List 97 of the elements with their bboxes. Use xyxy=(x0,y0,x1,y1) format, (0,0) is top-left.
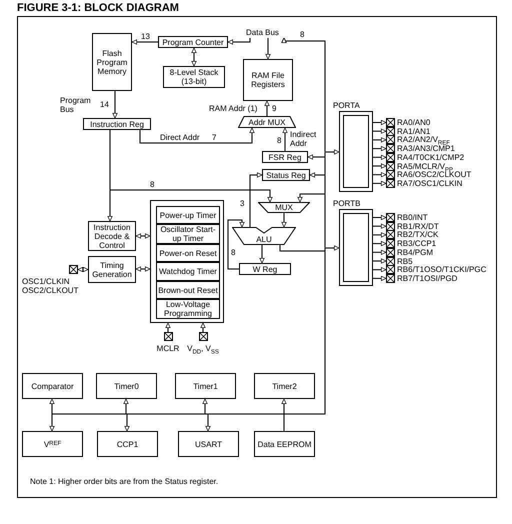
pin-label: RA2/AN2/V$_{REF}$ xyxy=(397,135,450,144)
memory-block: Flash Program Memory xyxy=(92,33,132,91)
arrow xyxy=(250,172,262,228)
pin-label: RB1/RX/DT xyxy=(397,222,439,231)
register-block: Status Reg xyxy=(262,169,310,181)
peripheral-block: USART xyxy=(178,431,239,457)
register-block: Instruction Reg xyxy=(83,118,151,130)
edge-label: Program Bus xyxy=(60,96,92,114)
arrow xyxy=(372,154,386,160)
alu-shape: ALU xyxy=(232,227,296,245)
double-arrow xyxy=(136,266,150,272)
arrow xyxy=(372,215,386,220)
double-arrow xyxy=(78,267,88,272)
peripheral-block: Timer2 xyxy=(254,373,315,399)
arrow xyxy=(372,276,386,281)
pin-label: RA0/AN0 xyxy=(397,118,430,127)
control-block: Instruction Decode & Control xyxy=(88,221,136,251)
pin-label: RB6/T1OSO/T1CKI/PGC xyxy=(397,265,486,274)
double-arrow xyxy=(192,48,196,66)
arrow xyxy=(372,241,386,246)
note-text: Note 1: Higher order bits are from the Status register. xyxy=(30,477,218,486)
pin-label: RA7/OSC1/CLKIN xyxy=(397,178,462,188)
pin-label: RA4/T0CK1/CMP2 xyxy=(397,152,464,162)
arrow xyxy=(200,322,206,332)
function-block: Low-Voltage Programming xyxy=(156,299,220,319)
arrow xyxy=(108,130,112,222)
multiplexer-shape: MUX xyxy=(258,202,310,213)
arrow xyxy=(266,38,270,60)
pin-label: RB7/T1OSI/PGD xyxy=(397,274,458,283)
bus-width-label: 8 xyxy=(231,248,236,257)
peripheral-block: Timer1 xyxy=(175,373,236,399)
function-block: Power-on Reset xyxy=(156,244,220,262)
port-label: PORTB xyxy=(333,199,360,208)
peripheral-block: Comparator xyxy=(22,373,83,399)
arrow xyxy=(372,232,386,238)
memory-block: RAM File Registers xyxy=(243,59,293,101)
figure-title: FIGURE 3-1: BLOCK DIAGRAM xyxy=(17,2,179,15)
port-label: PORTA xyxy=(333,101,360,110)
timing-block: Timing Generation xyxy=(88,256,136,283)
peripheral-block: Timer0 xyxy=(96,373,157,399)
pin-label: RA3/AN3/CMP1 xyxy=(397,144,455,154)
arrow xyxy=(372,146,386,152)
arrow xyxy=(372,180,386,186)
edge-label: 13 xyxy=(141,32,150,41)
arrow xyxy=(372,120,386,125)
arrow xyxy=(372,164,386,168)
arrow xyxy=(166,322,170,332)
edge-label: RAM Addr (1) xyxy=(209,104,258,113)
pin-label: MCLR xyxy=(156,344,180,353)
pin-label: RA6/OSC2/CLKOUT xyxy=(397,170,472,180)
arrow xyxy=(372,224,386,229)
pin-label: RB2/TX/CK xyxy=(397,230,438,240)
pin-label: RB0/INT xyxy=(397,213,428,222)
register-block: Program Counter xyxy=(158,36,228,48)
bus-width-label: 8 xyxy=(300,30,304,39)
arrow xyxy=(112,90,118,118)
register-block: FSR Reg xyxy=(262,151,308,163)
arrow xyxy=(132,40,158,44)
arrow xyxy=(228,220,244,270)
pin-label: RA1/AN1 xyxy=(397,126,430,136)
bus-width-label: 7 xyxy=(212,133,216,142)
arrow xyxy=(372,172,386,178)
circuit-group xyxy=(150,200,224,323)
pin-label: RB4/PGM xyxy=(397,248,434,257)
arrow xyxy=(260,244,264,264)
function-block: Power-up Timer xyxy=(156,206,220,224)
arrow xyxy=(140,128,254,144)
arrow xyxy=(282,128,288,152)
bus-width-label: 9 xyxy=(272,104,276,113)
arrow xyxy=(372,258,386,264)
arrow xyxy=(282,212,286,228)
peripheral-block: CCP1 xyxy=(97,431,158,457)
pin-label: OSC1/CLKIN OSC2/CLKOUT xyxy=(22,277,78,295)
bus-width-label: 8 xyxy=(150,180,154,189)
bus-width-label: 14 xyxy=(100,100,109,109)
function-block: Brown-out Reset xyxy=(156,281,220,299)
multiplexer-shape: Addr MUX xyxy=(238,116,296,128)
arrow xyxy=(228,38,250,44)
arrow xyxy=(372,267,386,272)
arrow xyxy=(372,137,386,142)
pin-label: RB5 xyxy=(397,256,413,266)
double-arrow xyxy=(136,234,150,238)
bus-label: Data Bus xyxy=(246,28,286,38)
bus-width-label: 3 xyxy=(240,199,244,208)
bus-width-label: 8 xyxy=(277,136,282,145)
arrow xyxy=(372,128,386,134)
function-block: Oscillator Start-up Timer xyxy=(156,224,220,244)
pin-label: V$_{DD}$, V$_{SS}$ xyxy=(186,344,220,353)
function-block: Watchdog Timer xyxy=(156,262,220,281)
pin-label: RB3/CCP1 xyxy=(397,239,436,248)
stack-block: 8-Level Stack (13-bit) xyxy=(163,66,225,88)
register-block: W Reg xyxy=(239,263,291,275)
peripheral-block: Data EEPROM xyxy=(254,431,315,457)
arrow xyxy=(264,100,270,116)
edge-label: Direct Addr xyxy=(160,133,200,142)
arrow xyxy=(372,250,386,255)
pin-label: RA5/MCLR/V$_{PP}$ xyxy=(397,162,454,170)
